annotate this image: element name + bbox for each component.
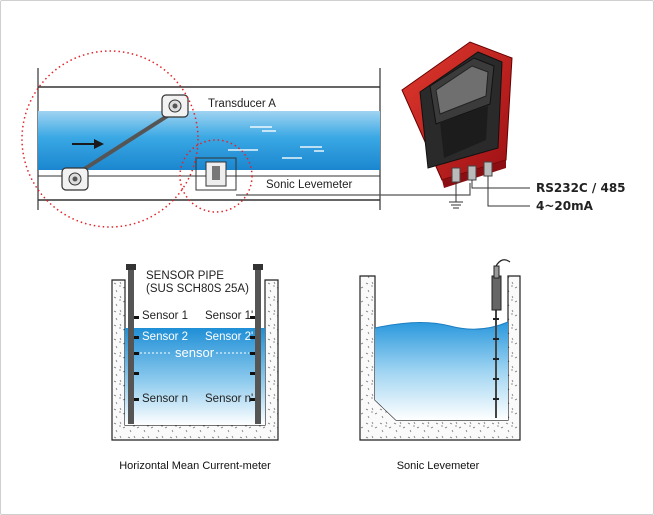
- output-4-20ma: 4~20mA: [536, 199, 594, 213]
- level-meter-channel: [359, 259, 521, 441]
- label-transducer-a-top: Transducer A: [208, 98, 276, 110]
- label-sonic-levelmeter: Sonic Levemeter: [266, 179, 352, 191]
- sensor-pipe-spec: (SUS SCH80S 25A): [146, 283, 249, 295]
- pipe-section: Transducer A Transducer A Sonic Levemete…: [21, 50, 471, 228]
- coverage-circle-transducers: [21, 50, 199, 228]
- pipe-level-meter: [195, 157, 237, 191]
- device-display: [435, 65, 489, 115]
- sensor-2p-label: Sensor 2': [205, 331, 253, 343]
- transducer-a-bottom: [61, 167, 89, 191]
- label-transducer-a-bottom: Transducer A: [95, 179, 163, 191]
- ultrasonic-sensor: [491, 259, 511, 418]
- sensor-pipe-label: SENSOR PIPE: [146, 270, 224, 282]
- output-rs232: RS232C / 485: [536, 181, 626, 195]
- tank-water: [125, 328, 265, 425]
- flow-arrow: [72, 139, 104, 149]
- caption-current-meter: Horizontal Mean Current-meter: [119, 460, 271, 472]
- sensor-1p-label: Sensor 1': [205, 310, 253, 322]
- flowmeter-controller: RS232C / 485 4~20mA: [401, 41, 626, 213]
- caption-level-meter: Sonic Levemeter: [397, 460, 480, 472]
- acoustic-path: [73, 111, 174, 177]
- coverage-circle-level: [179, 139, 253, 213]
- sensor-pipe-right: [255, 268, 261, 424]
- sensor-pipe-left: [128, 268, 134, 424]
- sensor-1-label: Sensor 1: [142, 310, 188, 322]
- channel-water: [375, 322, 508, 420]
- sensor-np-label: Sensor n': [205, 393, 253, 405]
- current-meter-tank: SENSOR PIPE (SUS SCH80S 25A) Sensor 1 Se…: [111, 264, 279, 441]
- transducer-a-top: [161, 94, 189, 118]
- sensor-n-label: Sensor n: [142, 393, 188, 405]
- sensor-2-label: Sensor 2: [142, 331, 188, 343]
- sensor-center-label: sensor: [175, 345, 215, 360]
